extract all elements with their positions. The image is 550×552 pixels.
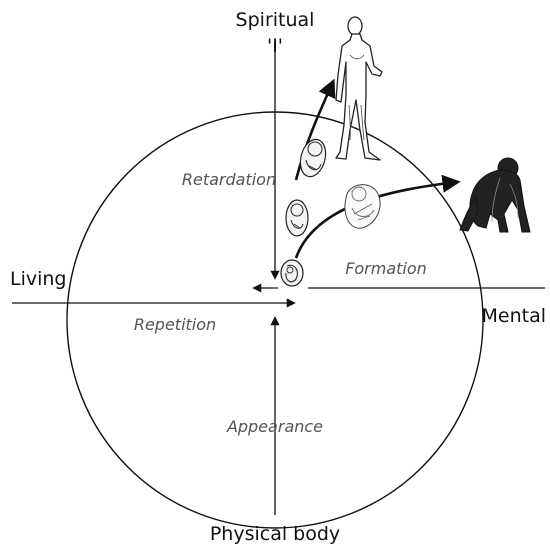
label-physical-body: Physical body bbox=[210, 523, 340, 545]
label-mental: Mental bbox=[482, 305, 547, 327]
label-repetition: Repetition bbox=[134, 315, 216, 334]
label-appearance: Appearance bbox=[226, 417, 323, 436]
label-spiritual: Spiritual bbox=[236, 9, 315, 31]
arrow-to-human bbox=[294, 78, 336, 181]
foetus-skeletal-icon bbox=[344, 184, 381, 229]
label-i: 'I' bbox=[267, 35, 283, 57]
foetus-late-icon bbox=[299, 138, 327, 178]
foetus-curled-icon bbox=[285, 199, 309, 237]
label-formation: Formation bbox=[345, 259, 427, 278]
standing-human-icon bbox=[335, 16, 383, 161]
early-embryo-icon bbox=[280, 259, 304, 287]
label-living: Living bbox=[10, 268, 67, 290]
walking-ape-icon bbox=[459, 157, 531, 233]
label-retardation: Retardation bbox=[182, 170, 276, 189]
